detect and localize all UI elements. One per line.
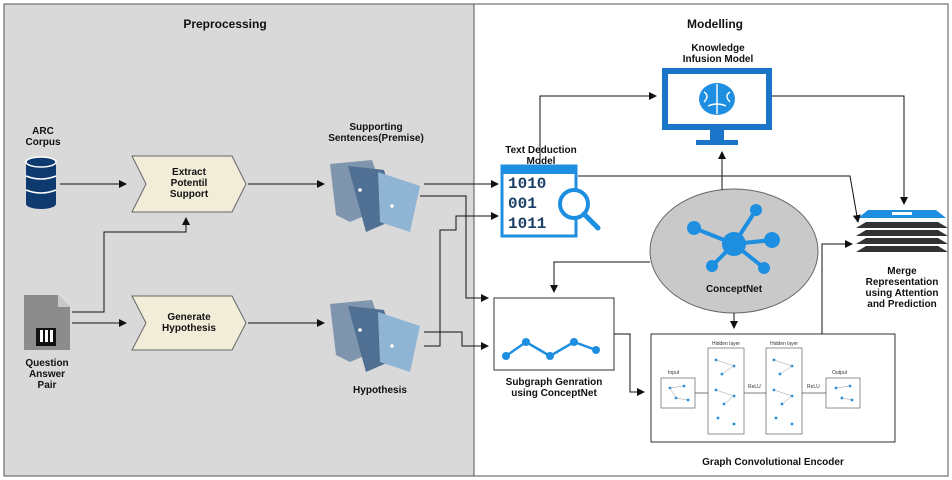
preprocessing-title: Preprocessing (183, 17, 267, 31)
encoder-hidden-label-1: Hidden layer (712, 341, 741, 347)
encoder-hidden-label-2: Hidden layer (770, 341, 799, 347)
layer-stack-icon (856, 210, 948, 252)
preprocessing-panel (3, 3, 475, 477)
conceptnet-label: ConceptNet (705, 284, 763, 295)
encoder-output-label: Output (832, 370, 848, 376)
hypothesis-docs (330, 300, 420, 372)
encoder-relu-2: ReLU (807, 384, 820, 390)
supporting-sentences-docs (330, 160, 420, 232)
encoder-input-label: Input (668, 370, 680, 376)
binary-text: 1010 001 1011 (508, 175, 547, 233)
database-icon (25, 156, 57, 209)
modelling-title: Modelling (687, 17, 743, 31)
generate-hypothesis-chevron (131, 295, 247, 351)
encoder-relu-1: ReLU (748, 384, 761, 390)
line-graph-icon (493, 297, 615, 371)
file-icon (24, 295, 70, 350)
binary-magnifier-icon (500, 164, 601, 238)
hypothesis-label: Hypothesis (353, 385, 407, 396)
extract-support-chevron (131, 155, 247, 213)
graph-conv-encoder-label: Graph Convolutional Encoder (702, 457, 844, 468)
graph-conv-encoder-panel (650, 333, 896, 443)
monitor-brain-icon (662, 68, 772, 145)
